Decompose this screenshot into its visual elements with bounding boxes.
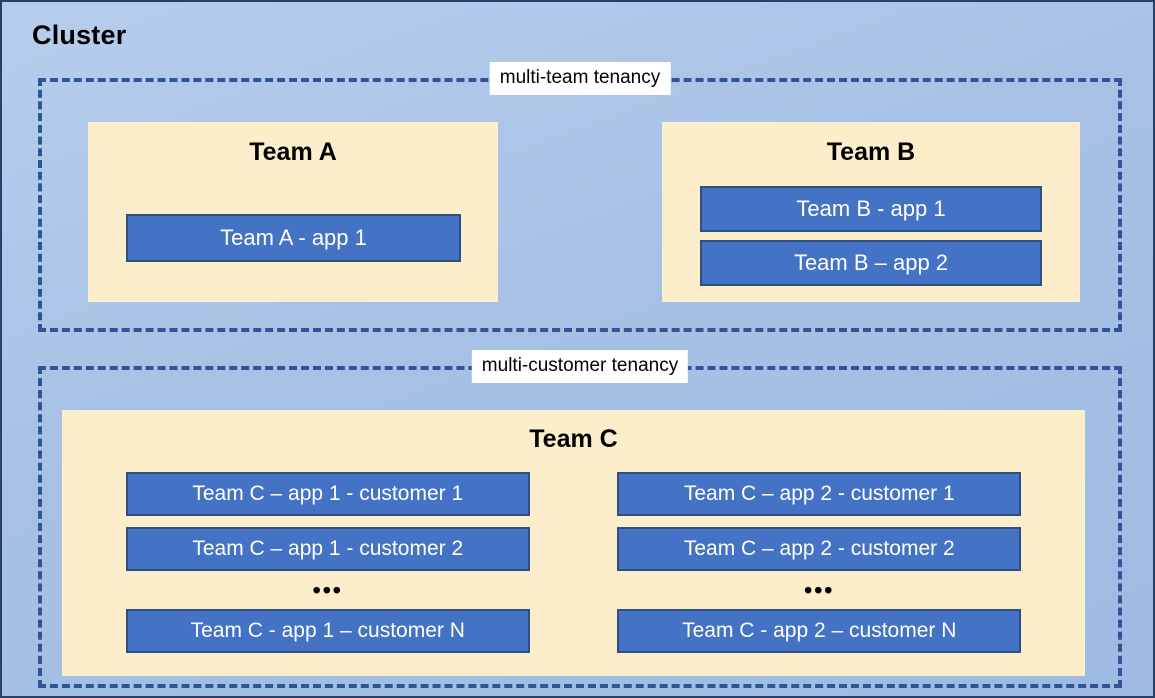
team-heading-team-c: Team C — [529, 425, 618, 453]
tenancy-label-multi-team: multi-team tenancy — [489, 62, 671, 95]
app-pill-team-c-app-1-customer-1[interactable]: Team C – app 1 - customer 1 — [125, 472, 530, 516]
team-heading-team-a: Team A — [249, 138, 337, 166]
app-pill-team-b-app-1[interactable]: Team B - app 1 — [700, 186, 1042, 232]
ellipsis-team-c-app-1: ••• — [312, 577, 343, 603]
tenancy-group-multi-customer: multi-customer tenancy Team C Team C – a… — [38, 350, 1122, 688]
app-pill-team-c-app-2-customer-n[interactable]: Team C - app 2 – customer N — [617, 609, 1022, 653]
app-pill-team-b-app-2[interactable]: Team B – app 2 — [700, 240, 1042, 286]
team-box-team-c: Team C Team C – app 1 - customer 1 Team … — [62, 410, 1085, 676]
tenancy-label-multi-customer: multi-customer tenancy — [471, 350, 689, 383]
app-list-team-a: Team A - app 1 — [126, 214, 461, 262]
app-list-team-b: Team B - app 1 Team B – app 2 — [700, 186, 1042, 286]
tenancy-group-multi-team: multi-team tenancy Team A Team A - app 1… — [38, 62, 1122, 332]
page-title: Cluster — [32, 20, 127, 50]
team-box-team-a: Team A Team A - app 1 — [88, 122, 498, 302]
ellipsis-team-c-app-2: ••• — [804, 577, 835, 603]
app-column-team-c-app-2: Team C – app 2 - customer 1 Team C – app… — [617, 472, 1022, 653]
app-pill-team-c-app-1-customer-2[interactable]: Team C – app 1 - customer 2 — [125, 527, 530, 571]
app-pill-team-a-app-1[interactable]: Team A - app 1 — [126, 214, 461, 262]
app-pill-team-c-app-2-customer-1[interactable]: Team C – app 2 - customer 1 — [617, 472, 1022, 516]
team-heading-team-b: Team B — [826, 138, 916, 166]
app-columns-team-c: Team C – app 1 - customer 1 Team C – app… — [62, 472, 1085, 653]
app-pill-team-c-app-1-customer-n[interactable]: Team C - app 1 – customer N — [125, 609, 530, 653]
team-box-team-b: Team B Team B - app 1 Team B – app 2 — [662, 122, 1080, 302]
app-column-team-c-app-1: Team C – app 1 - customer 1 Team C – app… — [125, 472, 530, 653]
app-pill-team-c-app-2-customer-2[interactable]: Team C – app 2 - customer 2 — [617, 527, 1022, 571]
